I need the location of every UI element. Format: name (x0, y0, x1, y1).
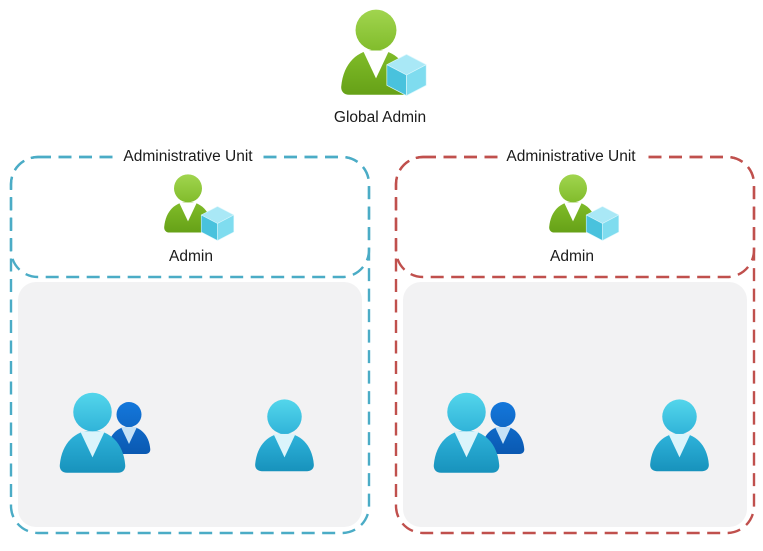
global-admin-label: Global Admin (333, 109, 427, 126)
unit-1-title: Administrative Unit (115, 147, 261, 167)
unit-1-admin-label: Admin (169, 248, 213, 265)
unit-1-members-area (18, 282, 362, 527)
unit-2-admin-label: Admin (550, 248, 594, 265)
unit-2-title: Administrative Unit (498, 147, 644, 167)
